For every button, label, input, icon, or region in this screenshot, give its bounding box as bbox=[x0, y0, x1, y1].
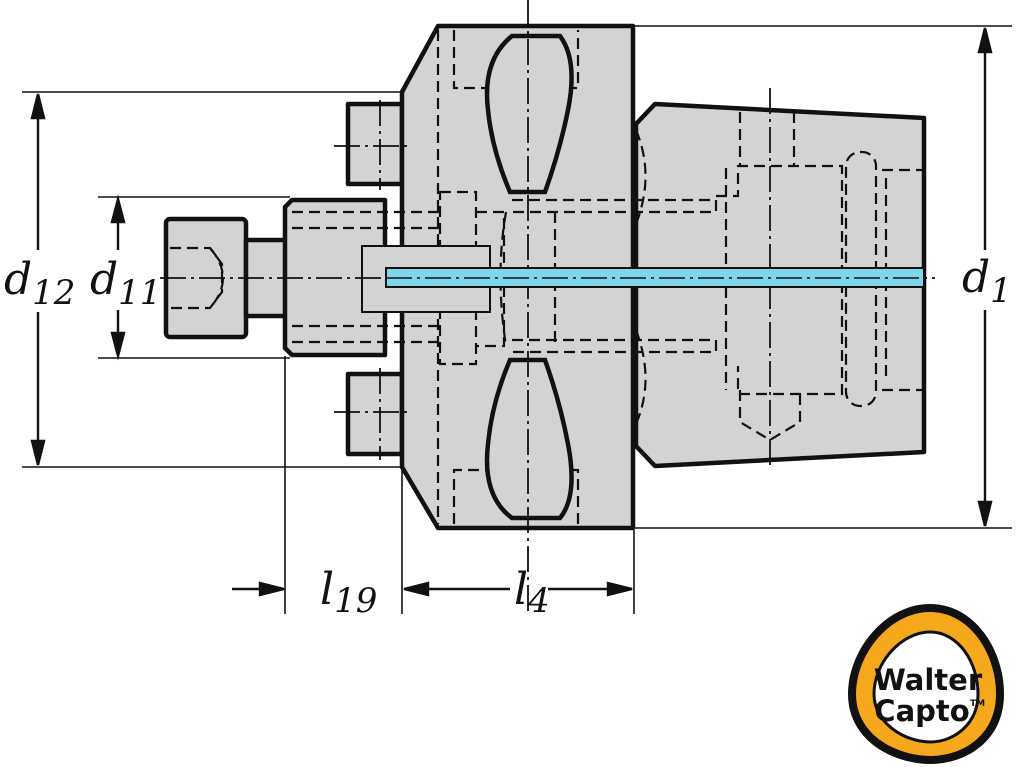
extension-lines bbox=[22, 25, 1012, 614]
label-l4: l4 bbox=[514, 564, 550, 621]
label-d1: d1 bbox=[962, 252, 1012, 311]
coolant-channel bbox=[385, 267, 925, 288]
walter-capto-logo: Walter Capto TM bbox=[848, 604, 1004, 764]
logo-text-capto: Capto bbox=[874, 694, 969, 728]
logo-trademark: TM bbox=[970, 699, 985, 709]
clamp-lobes bbox=[484, 33, 574, 521]
lower-clamp-block bbox=[345, 371, 405, 457]
logo-text-walter: Walter bbox=[874, 663, 983, 697]
dimension-arrows bbox=[30, 27, 993, 597]
upper-lobe bbox=[484, 33, 574, 195]
label-l19: l19 bbox=[320, 564, 377, 621]
lower-lobe bbox=[484, 357, 574, 521]
label-d12: d12 bbox=[4, 254, 75, 313]
upper-clamp-block bbox=[345, 101, 405, 187]
label-d11: d11 bbox=[90, 254, 161, 313]
